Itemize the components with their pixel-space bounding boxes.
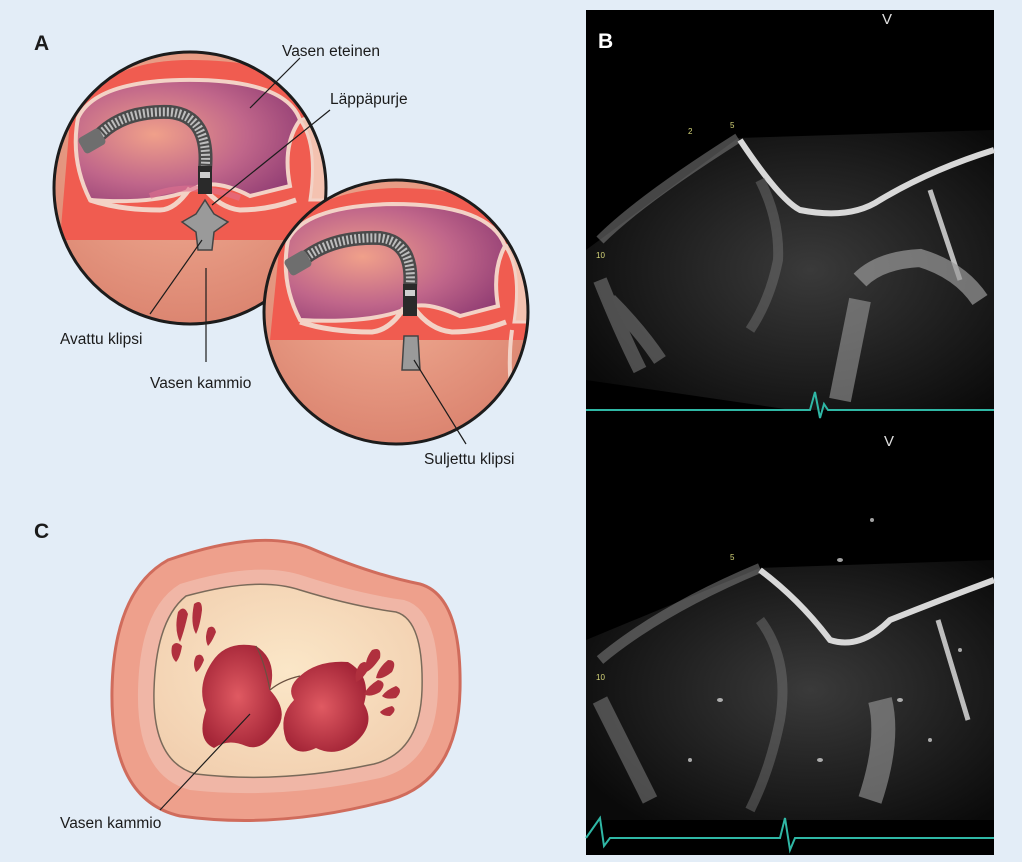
label-left-ventricle-a: Vasen kammio (150, 375, 251, 392)
svg-text:2: 2 (688, 127, 693, 136)
label-closed-clip: Suljettu klipsi (424, 451, 514, 468)
echo-marker-top: V (882, 11, 892, 28)
svg-text:5: 5 (730, 553, 735, 562)
panel-a-letter: A (34, 32, 49, 55)
ventricle-cross-section-illustration (112, 540, 460, 820)
svg-text:5: 5 (730, 121, 735, 130)
label-open-clip: Avattu klipsi (60, 331, 142, 348)
label-left-ventricle-c: Vasen kammio (60, 815, 161, 832)
panel-b-letter: B (598, 30, 613, 53)
svg-text:10: 10 (596, 673, 605, 682)
panel-c-letter: C (34, 520, 49, 543)
svg-text:10: 10 (596, 251, 605, 260)
echo-marker-bottom: V (884, 433, 894, 450)
label-leaflet: Läppäpurje (330, 91, 408, 108)
label-left-atrium: Vasen eteinen (282, 43, 380, 60)
